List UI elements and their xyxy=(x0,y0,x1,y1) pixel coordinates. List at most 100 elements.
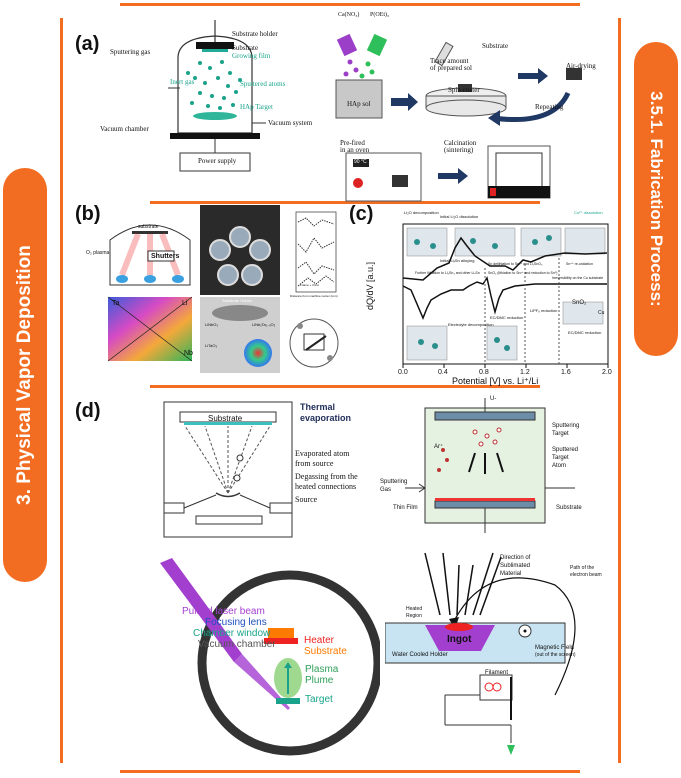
label-trace-amount: Trace amount xyxy=(430,57,469,65)
chart-c-initial-li2o: Initial Li₂O dissolution xyxy=(440,214,479,219)
label-heater: Heater xyxy=(304,635,335,646)
chart-c-xtick-1: 0.4 xyxy=(438,369,448,376)
label-thin-film: Thin Film xyxy=(393,505,418,511)
chart-c-cu: Cu xyxy=(598,310,605,316)
label-inert-gas: Inert gas xyxy=(170,78,195,86)
label-path-1: Path of the xyxy=(570,565,595,571)
label-direction-3: Material xyxy=(500,571,522,577)
label-sputtering-target-2: Target xyxy=(552,431,569,437)
label-sputtered-atom-3: Atom xyxy=(552,463,567,469)
label-target-pld: Target xyxy=(305,694,333,705)
panel-b-label: (b) xyxy=(75,203,101,225)
sputtering-diagram xyxy=(405,398,575,533)
chart-c-ecdmc2: EC/DMC reduction xyxy=(568,330,602,335)
bottom-divider xyxy=(120,770,580,773)
label-litao3: LiTaO₃ xyxy=(205,343,218,348)
label-magnetic-1: Magnetic Field xyxy=(535,645,575,651)
label-degassing-2: heated connections xyxy=(295,482,357,491)
label-magnetic-2: (out of the screen) xyxy=(535,652,576,658)
label-plasma-2: Plume xyxy=(305,675,334,686)
label-hap-target: HAp Target xyxy=(240,103,273,111)
label-power-supply: Power supply xyxy=(198,157,237,165)
chart-c-xlabel: Potential [V] vs. Li⁺/Li xyxy=(452,376,539,386)
label-sputtered-atoms: Sputtered atoms xyxy=(240,80,286,88)
label-substrate-a: Substrate xyxy=(232,44,259,52)
label-nb: Nb xyxy=(184,350,193,357)
thermal-evaporation-diagram xyxy=(163,401,293,538)
chart-c-xtick-3: 1.2 xyxy=(520,369,530,376)
label-substrate-b: substrate xyxy=(138,224,159,230)
label-growing-film: Growing film xyxy=(232,52,271,60)
left-frame-line xyxy=(60,18,63,763)
label-filament: Filament xyxy=(485,670,509,676)
sputtering-chamber-diagram xyxy=(168,20,266,172)
label-direction-1: Direction of xyxy=(500,555,531,561)
left-section-banner: 3. Physical Vapor Deposition xyxy=(3,168,47,582)
label-sputtered-atom-1: Sputtered xyxy=(552,447,579,453)
label-vacuum-chamber-d: Vacuum chamber xyxy=(198,639,276,650)
label-sputtering-gas-a: Sputtering gas xyxy=(110,48,151,56)
label-prepared-sol: of prepared sol xyxy=(430,64,472,72)
label-vacuum-chamber-a: Vacuum chamber xyxy=(100,125,149,133)
label-heated-1: Heated xyxy=(406,606,423,612)
right-section-banner: 3.5.1. Fabrication Process: xyxy=(634,42,678,356)
divider-a-b xyxy=(150,201,540,204)
label-thermal-2: evaporation xyxy=(300,413,352,423)
pulsed-laser-deposition-diagram xyxy=(160,558,380,756)
label-substrate-spin: Substrate xyxy=(482,42,509,50)
label-ta: Ta xyxy=(112,300,120,307)
chart-c-xtick-2: 0.8 xyxy=(479,369,489,376)
sol-gel-process-diagram xyxy=(335,33,582,202)
label-ar-plus: Ar⁺ xyxy=(434,444,444,450)
chart-c-xtick-0: 0.0 xyxy=(398,369,408,376)
label-heated-2: Region xyxy=(406,613,422,619)
label-linbo3: LiNbO₃ xyxy=(205,322,218,327)
substrate-holder-photo xyxy=(200,205,280,373)
chart-c-cu-dissolution: Cu²⁺ dissolution xyxy=(574,210,603,215)
label-sputtered-atom-2: Target xyxy=(552,455,569,461)
label-shutters: Shutters xyxy=(151,253,180,260)
label-graph-xlabel: Distance from machine center (mm) xyxy=(290,294,338,298)
label-pre-fired: Pre-fired xyxy=(340,139,365,147)
label-thermal-1: Thermal xyxy=(300,402,336,412)
panel-c-label: (c) xyxy=(349,203,374,225)
label-hap-sol: HAp sol xyxy=(347,100,371,108)
label-focusing-lens: Focusing lens xyxy=(205,617,267,628)
label-li: Li xyxy=(182,300,188,307)
label-substrate-sputter: Substrate xyxy=(556,505,582,511)
left-banner-label: 3. Physical Vapor Deposition xyxy=(14,245,35,505)
label-repeating: Repeating xyxy=(535,103,564,111)
label-spin-coater: Spin coater xyxy=(448,86,480,94)
chart-c-sn-delith: Sn delithiation to Sn²⁺ and Li₂SnO₃ xyxy=(488,262,543,266)
chart-c-lipf6: LiPF₆ reduction xyxy=(530,308,558,313)
label-source: Source xyxy=(295,495,318,504)
label-u-minus: U- xyxy=(490,396,497,402)
chart-c-further-lith: Further lithiation to Li₂Sn₃ and other L… xyxy=(415,271,480,275)
electron-beam-evaporation-diagram xyxy=(385,552,576,755)
label-sputtering-gas-1: Sputtering xyxy=(380,479,408,485)
chart-c-sno2-delith: SnO₂ (lithiation to Sn²⁺ and reduction t… xyxy=(488,271,558,275)
label-sintering: (sintering) xyxy=(444,146,474,154)
label-ca-no3: Ca(NO₃) xyxy=(338,12,360,18)
label-in-oven: in an oven xyxy=(340,146,370,154)
top-divider xyxy=(120,3,580,6)
label-substrate-holder-b: Substrate Holder xyxy=(222,298,253,303)
label-calcination: Calcination xyxy=(444,139,477,147)
right-banner-label: 3.5.1. Fabrication Process: xyxy=(647,91,666,307)
ternary-deposition-diagram xyxy=(107,224,193,362)
chart-c-li2o-decomp: Li₂O decomposition xyxy=(404,210,439,215)
chart-c-ecdmc1: EC/DMC reduction xyxy=(490,315,524,320)
chart-c-xtick-4: 1.6 xyxy=(561,369,571,376)
label-evaporated-1: Evaporated atom xyxy=(295,449,350,458)
label-sputtering-target-1: Sputtering xyxy=(552,423,580,429)
panel-d-label: (d) xyxy=(75,400,101,422)
label-p-oet: P(OEt)₃ xyxy=(370,12,390,18)
label-ingot: Ingot xyxy=(447,634,472,645)
label-chamber-window: Chamber window xyxy=(193,628,271,639)
right-frame-line xyxy=(618,18,621,763)
label-frame: Frame + Ci+Li xyxy=(300,283,320,287)
chart-c-sn4-ox: Sn⁴⁺ re-oxidation xyxy=(566,262,593,266)
label-vacuum-system: Vacuum system xyxy=(268,119,313,127)
label-oven-display: 90 °C xyxy=(354,159,367,165)
label-water-cooled: Water Cooled Holder xyxy=(392,652,448,658)
